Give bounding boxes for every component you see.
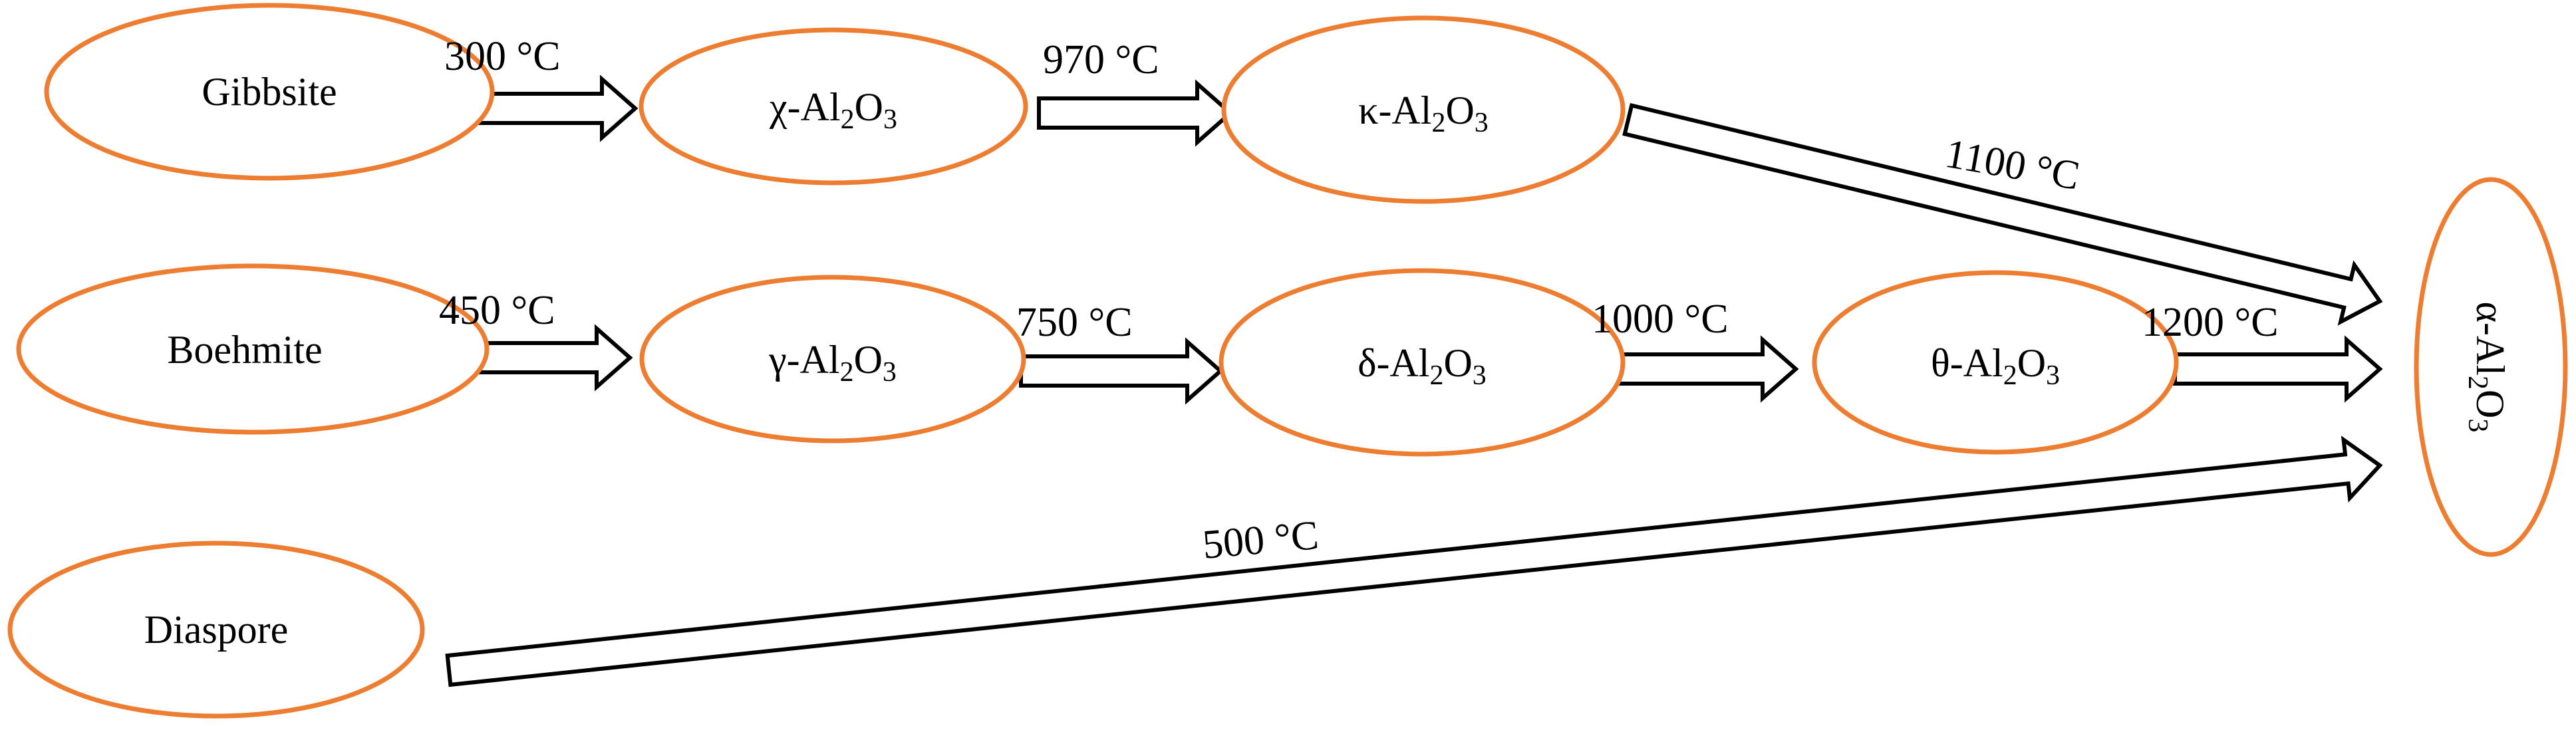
arrow-gamma-delta <box>1019 337 1224 405</box>
node-gibbsite <box>44 3 495 181</box>
node-kappa-al2o3-label: κ-Al2O3 <box>1358 88 1489 138</box>
node-theta-al2o3-label: θ-Al2O3 <box>1931 341 2060 391</box>
node-gamma-al2o3-label: γ-Al2O3 <box>768 338 897 388</box>
edge-label-gamma-delta: 750 °C <box>1016 300 1133 345</box>
arrow-delta-theta <box>1601 335 1799 403</box>
node-diaspore-label: Diaspore <box>144 608 289 652</box>
node-chi-al2o3 <box>639 27 1028 185</box>
arrow-diaspore-alpha <box>445 435 2383 687</box>
edge-label-delta-theta: 1000 °C <box>1592 297 1729 342</box>
node-gamma-al2o3 <box>639 275 1026 443</box>
node-alpha-al2o3-label: α-Al2O3 <box>2462 302 2512 433</box>
node-gibbsite-label: Gibbsite <box>202 70 337 114</box>
arrow-chi-kappa <box>1037 79 1234 147</box>
node-delta-al2o3-label: δ-Al2O3 <box>1358 341 1487 391</box>
edge-label-theta-alpha: 1200 °C <box>2142 300 2279 345</box>
edge-label-gibbsite-chi: 300 °C <box>444 34 561 79</box>
arrow-kappa-alpha <box>1622 102 2383 326</box>
node-kappa-al2o3 <box>1221 15 1626 204</box>
edge-label-diaspore-alpha: 500 °C <box>1201 513 1320 568</box>
node-boehmite <box>16 263 490 435</box>
node-theta-al2o3 <box>1812 270 2179 455</box>
arrow-theta-alpha <box>2173 335 2383 403</box>
node-diaspore <box>7 541 425 719</box>
node-delta-al2o3 <box>1218 268 1626 457</box>
node-alpha-al2o3 <box>2414 177 2568 557</box>
edge-label-chi-kappa: 970 °C <box>1043 37 1159 82</box>
node-chi-al2o3-label: χ-Al2O3 <box>769 85 897 135</box>
node-boehmite-label: Boehmite <box>167 328 322 372</box>
edge-label-boehmite-gamma: 450 °C <box>439 288 555 333</box>
